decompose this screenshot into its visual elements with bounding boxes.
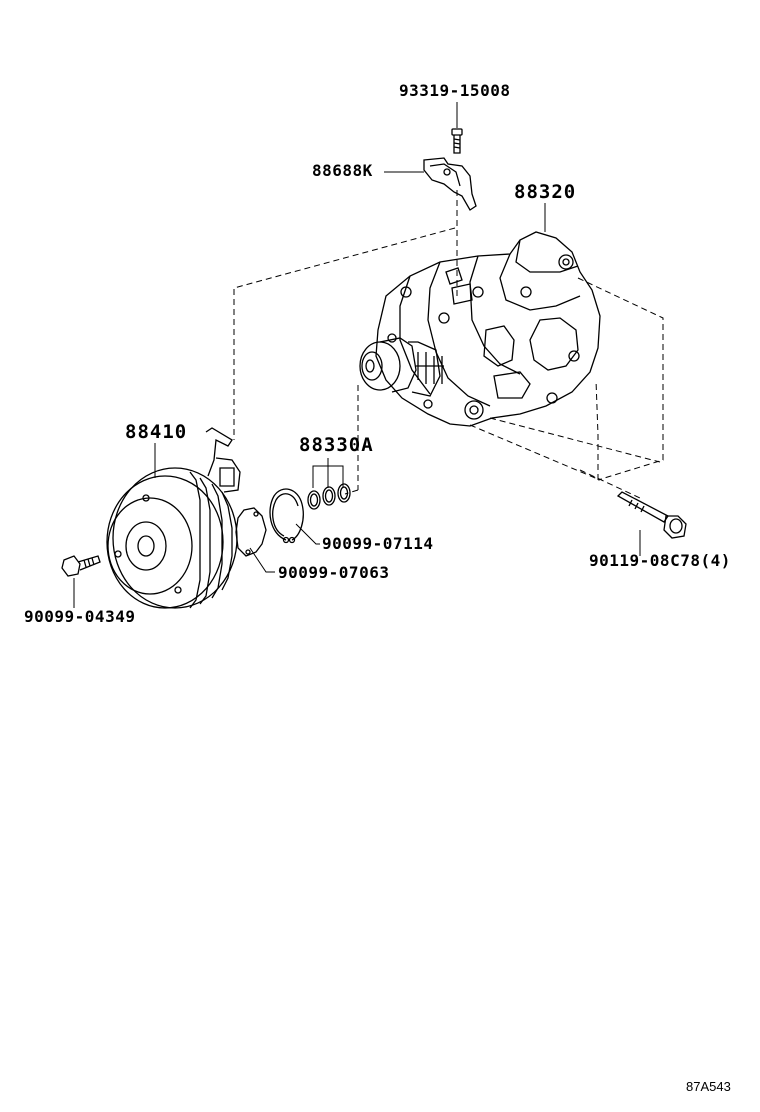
clutch-ring-part (236, 508, 266, 556)
bracket-part (424, 158, 476, 210)
shim-set-part (308, 484, 350, 509)
clutch-part (107, 428, 240, 608)
label-snap-ring: 90099-07114 (322, 534, 434, 553)
leader-lines (74, 102, 640, 608)
mount-bolt-part (618, 492, 686, 538)
label-shim-set: 88330A (299, 434, 374, 456)
label-clutch-ring: 90099-07063 (278, 563, 390, 582)
label-bracket: 88688K (312, 161, 373, 180)
screw-top-part (452, 129, 462, 153)
reference-code: 87A543 (686, 1079, 731, 1094)
label-mount-bolt: 90119-08C78(4) (589, 551, 731, 570)
clutch-bolt-part (62, 556, 100, 576)
label-screw-top: 93319-15008 (399, 81, 511, 100)
label-clutch-bolt: 90099-04349 (24, 607, 136, 626)
snap-ring-part (270, 489, 303, 542)
compressor-part (360, 232, 600, 426)
label-clutch: 88410 (125, 421, 188, 443)
label-compressor: 88320 (514, 181, 577, 203)
